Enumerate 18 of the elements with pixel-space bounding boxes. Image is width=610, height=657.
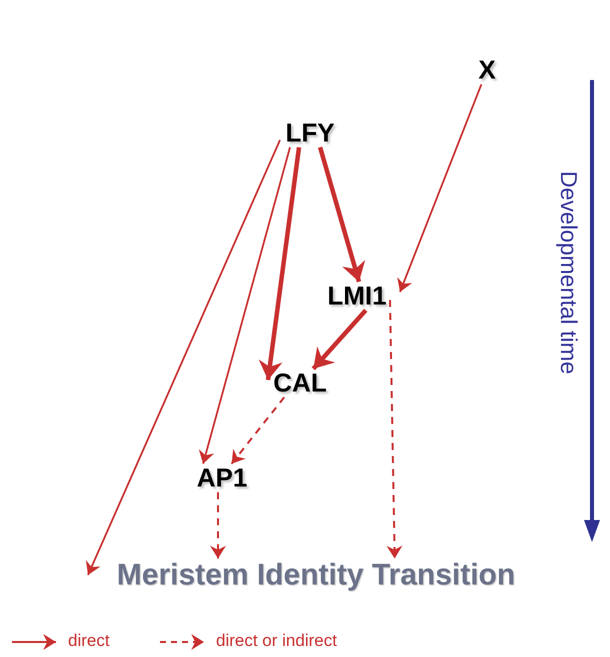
gene-label: X: [476, 56, 498, 84]
arrow: [198, 147, 291, 464]
gene-label: CAL: [271, 368, 329, 398]
arrow: [86, 140, 281, 576]
legend-text: direct or indirect: [216, 631, 337, 651]
arrow: [312, 308, 368, 370]
arrow: [210, 492, 226, 558]
arrow: [258, 147, 302, 380]
arrow: [397, 84, 482, 292]
arrow: [318, 146, 366, 282]
arrow: [230, 396, 285, 464]
gene-label: AP1: [194, 464, 250, 492]
legend-text: direct: [68, 631, 110, 651]
axis-label: Developmental time: [555, 170, 582, 374]
gene-label: LMI1: [325, 282, 389, 310]
arrow: [386, 300, 402, 559]
outcome-label: Meristem Identity Transition: [114, 558, 518, 592]
gene-label: LFY: [283, 118, 337, 148]
